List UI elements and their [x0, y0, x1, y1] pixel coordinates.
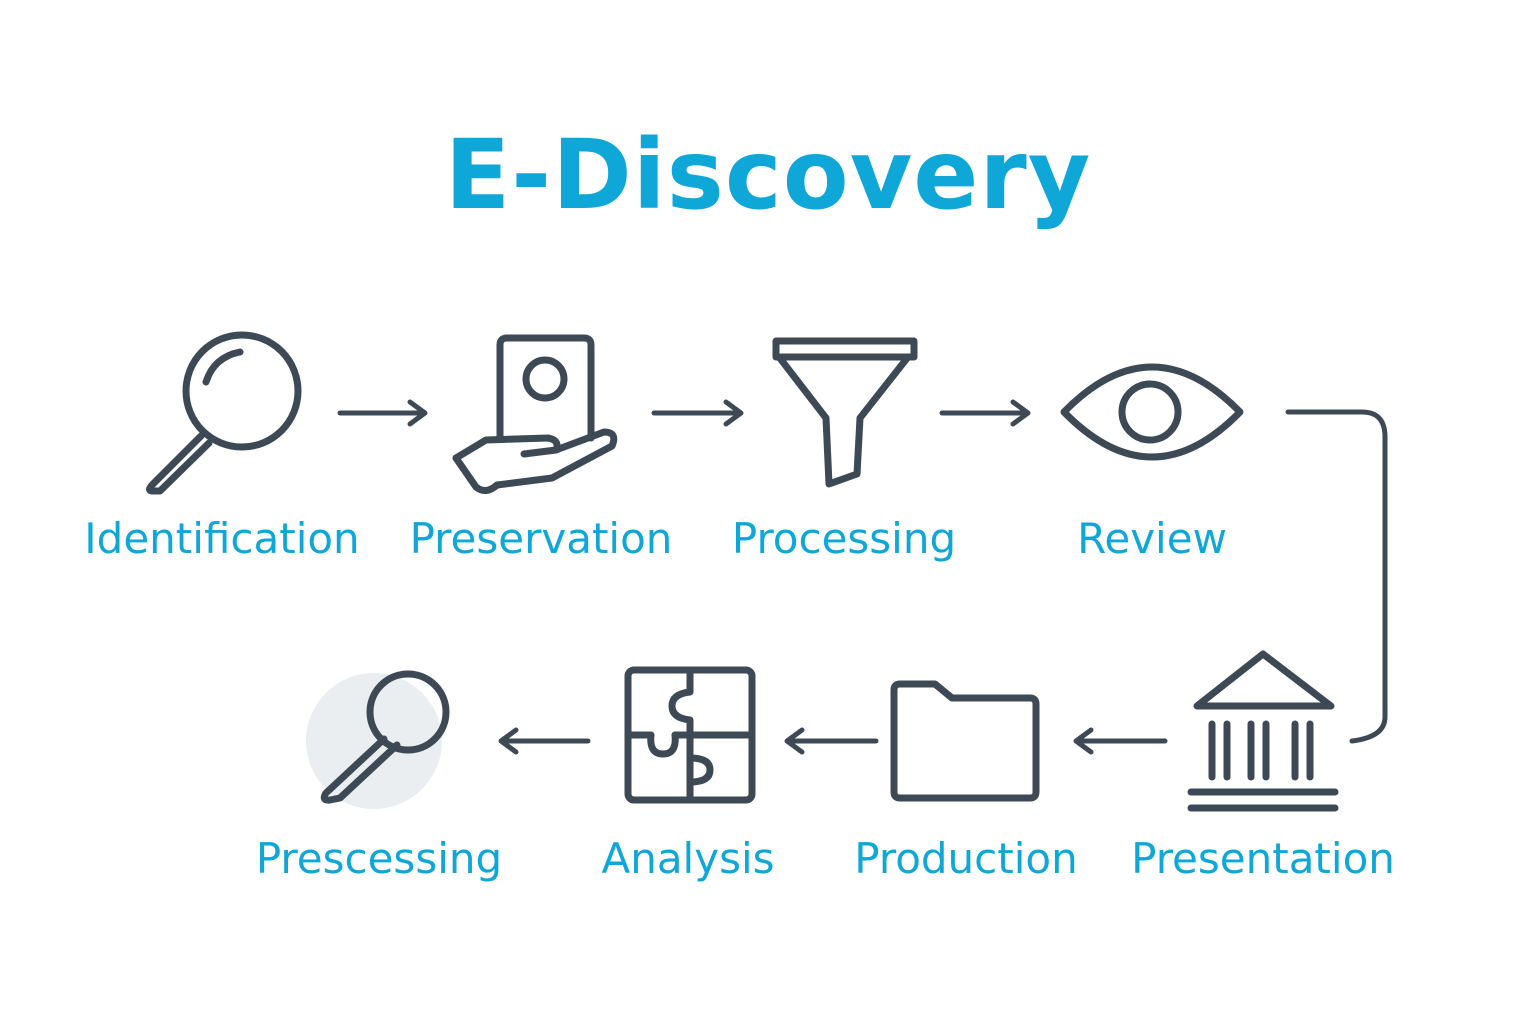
magnifier-icon: [320, 670, 450, 804]
step-label-production: Production: [854, 834, 1078, 883]
step-label-presentation: Presentation: [1131, 834, 1395, 883]
connector-arrow: [1285, 409, 1388, 744]
hand-holding-document-icon: [452, 334, 618, 494]
puzzle-icon: [624, 666, 756, 804]
eye-icon: [1060, 363, 1244, 461]
arrow-right-icon: [337, 399, 428, 427]
step-label-processing: Processing: [731, 514, 957, 563]
step-label-prescessing: Prescessing: [255, 834, 503, 883]
step-label-review: Review: [1077, 514, 1227, 563]
funnel-icon: [772, 337, 918, 488]
magnifier-icon: [146, 331, 302, 495]
arrow-left-icon: [498, 727, 591, 755]
step-label-analysis: Analysis: [601, 834, 775, 883]
diagram-title: E-Discovery: [444, 119, 1092, 231]
step-label-preservation: Preservation: [409, 514, 673, 563]
arrow-left-icon: [1073, 727, 1168, 755]
highlight-circle: [306, 673, 442, 809]
step-label-identification: Identification: [84, 514, 360, 563]
folder-icon: [890, 680, 1040, 802]
arrow-right-icon: [939, 399, 1031, 427]
courthouse-icon: [1187, 650, 1339, 812]
arrow-left-icon: [784, 727, 879, 755]
arrow-right-icon: [651, 399, 744, 427]
